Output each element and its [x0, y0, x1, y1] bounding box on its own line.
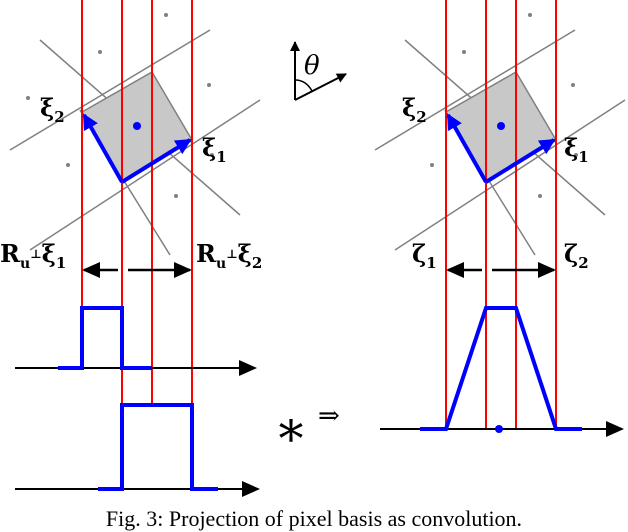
origin-dot: [495, 425, 503, 433]
cell-center: [133, 122, 141, 130]
lattice-dot: [174, 194, 178, 198]
lattice-dot: [207, 83, 211, 87]
lattice-dot: [26, 96, 30, 100]
right-panel: ξ1 ξ2 ζ1 ζ2: [374, 0, 626, 437]
left-xi2-label: ξ2: [40, 93, 65, 126]
lattice-line: [374, 29, 576, 151]
left-panel: ξ1 ξ2 Ru⊥ξ1 Ru⊥ξ2: [0, 0, 262, 497]
lattice-dot: [571, 83, 575, 87]
theta-label: θ: [304, 51, 320, 81]
zeta1-label: ζ1: [412, 239, 437, 272]
lattice-dot: [462, 50, 466, 54]
convolution-symbol: ∗: [274, 400, 308, 458]
lattice-dots: [26, 13, 214, 198]
lattice-dot: [538, 194, 542, 198]
lattice-dot: [574, 153, 578, 157]
xi2-vector: [446, 113, 488, 183]
lattice-dot: [528, 13, 532, 17]
proj-label-right: Ru⊥ξ2: [196, 239, 262, 272]
lattice-dots: [430, 13, 578, 198]
left-xi1-label: ξ1: [202, 133, 227, 166]
figure-caption: Fig. 3: Projection of pixel basis as con…: [106, 506, 522, 531]
box-function-2: [98, 403, 218, 491]
lattice-line: [9, 29, 211, 151]
cell-center: [497, 122, 505, 130]
implies-symbol: ⇒: [318, 401, 340, 431]
lattice-dot: [164, 13, 168, 17]
xi1-vector: [120, 138, 192, 184]
lattice-line: [394, 99, 626, 251]
lattice-dot: [210, 153, 214, 157]
xi1-vector: [484, 138, 556, 184]
lattice-dot: [430, 163, 434, 167]
right-xi2-label: ξ2: [402, 93, 427, 126]
right-red-lines: [445, 0, 557, 430]
trapezoid-function: [420, 306, 582, 431]
xi2-vector: [82, 113, 124, 183]
box-function-1: [58, 306, 152, 370]
zeta2-label: ζ2: [564, 239, 589, 272]
lattice-dot: [66, 163, 70, 167]
lattice-dot: [98, 50, 102, 54]
lattice-line: [29, 99, 261, 251]
right-xi1-label: ξ1: [564, 133, 589, 166]
theta-icon: θ: [290, 41, 347, 101]
proj-label-left: Ru⊥ξ1: [0, 239, 66, 272]
